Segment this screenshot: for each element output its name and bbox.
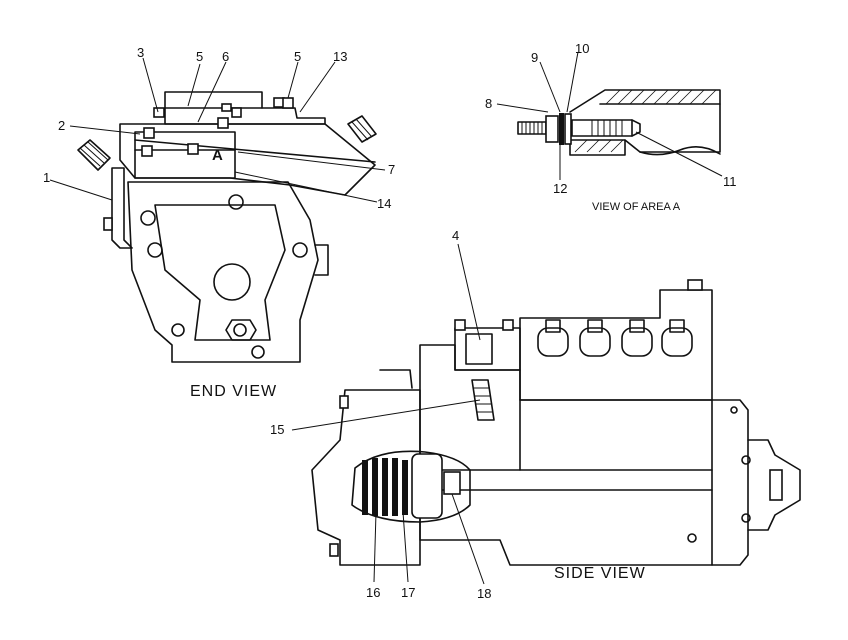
side-view-plunger — [411, 453, 443, 519]
side-view-cover-plate — [465, 333, 493, 365]
callout-10: 10 — [575, 41, 589, 56]
callout-9: 9 — [531, 50, 538, 65]
area-a-caption: VIEW OF AREA A — [592, 201, 681, 213]
area-a-nut — [545, 115, 559, 143]
end-view-bolt — [282, 97, 294, 109]
end-view-bracket — [111, 167, 133, 249]
side-view-drain — [687, 533, 697, 543]
side-view-flange — [711, 399, 749, 566]
callout-15: 15 — [270, 422, 284, 437]
callout-14: 14 — [377, 196, 391, 211]
end-view-bolt-hole — [171, 323, 185, 337]
side-view-delivery-valves — [537, 319, 693, 357]
end-view-bolt — [141, 145, 153, 157]
end-view-bolt — [231, 107, 242, 118]
end-view-bolt-hole — [140, 210, 156, 226]
end-view-leaders — [49, 57, 386, 203]
side-view-flange-bolt — [741, 455, 751, 465]
end-view-bolt — [153, 107, 165, 118]
side-view-bolt — [687, 279, 703, 291]
side-view-bolt — [502, 319, 514, 331]
callout-6: 6 — [222, 49, 229, 64]
callout-7: 7 — [388, 162, 395, 177]
end-view-callouts: 3 5 6 5 13 2 1 7 14 — [43, 45, 395, 211]
side-view-nut-18 — [443, 471, 461, 495]
end-view-fitting-threads — [79, 141, 109, 167]
area-a-view — [517, 89, 721, 156]
end-view-bolt — [221, 103, 232, 112]
area-a-washer — [559, 113, 564, 145]
end-view-fitting-right — [347, 115, 377, 143]
side-view-bolt — [454, 319, 466, 331]
side-view — [311, 279, 801, 566]
side-view-cutaway — [351, 450, 471, 523]
end-view-bolt — [103, 217, 113, 231]
callout-5: 5 — [196, 49, 203, 64]
side-view-caption: SIDE VIEW — [554, 565, 646, 582]
end-view-bolt-hole — [228, 194, 244, 210]
area-a-stud-threads — [521, 122, 543, 134]
side-view-boss — [379, 369, 413, 389]
end-view-main-body — [127, 181, 319, 363]
side-view-callouts: 4 15 16 17 18 — [270, 228, 491, 601]
end-view: A — [77, 91, 377, 363]
area-a-leaders — [496, 51, 723, 180]
side-view-bolt — [329, 543, 339, 557]
end-view-hex-nut — [225, 319, 257, 341]
callout-4: 4 — [452, 228, 459, 243]
end-view-fitting-left — [77, 139, 111, 171]
callout-8: 8 — [485, 96, 492, 111]
side-view-leaders — [291, 243, 485, 585]
side-view-top-rail — [519, 289, 713, 401]
side-view-bolt — [339, 395, 349, 409]
end-view-bolt — [187, 143, 199, 155]
side-view-drive-hub — [747, 439, 801, 531]
callout-16: 16 — [366, 585, 380, 600]
callout-11: 11 — [723, 174, 737, 189]
area-a-housing-lower — [569, 139, 626, 156]
area-a-hatching — [574, 89, 717, 153]
area-a-screw-tip — [631, 119, 641, 137]
end-view-housing-line — [134, 139, 376, 163]
end-view-caption: END VIEW — [190, 383, 277, 400]
area-a-callouts: 8 9 10 12 11 — [485, 41, 737, 196]
side-view-flange-bolt — [741, 513, 751, 523]
callout-2: 2 — [58, 118, 65, 133]
area-a-screw-threads — [591, 120, 623, 136]
callout-5: 5 — [294, 49, 301, 64]
side-view-flange-bolt — [730, 406, 738, 414]
callout-3: 3 — [137, 45, 144, 60]
end-view-bolt — [143, 127, 155, 139]
end-view-bolt — [217, 117, 229, 129]
side-view-screw-15 — [471, 379, 495, 421]
side-view-main-housing — [419, 344, 713, 566]
callout-1: 1 — [43, 170, 50, 185]
side-view-screw-threads — [474, 387, 493, 413]
end-view-fitting-threads — [351, 118, 373, 141]
area-a-seal — [564, 113, 572, 145]
area-a-label: A — [212, 147, 223, 164]
end-view-inner-outline — [154, 204, 286, 341]
end-view-bolt-hole — [251, 345, 265, 359]
callout-13: 13 — [333, 49, 347, 64]
end-view-bolt-hole — [292, 242, 308, 258]
end-view-upper-housing — [119, 123, 376, 196]
area-a-break-line — [639, 146, 721, 156]
callout-12: 12 — [553, 181, 567, 196]
side-view-spring — [362, 458, 408, 516]
end-view-bolt-hole — [233, 323, 247, 337]
end-view-side-boss — [314, 244, 329, 276]
callout-18: 18 — [477, 586, 491, 601]
end-view-area-a-box — [134, 131, 236, 179]
end-view-shaft-bore — [213, 263, 251, 301]
callout-17: 17 — [401, 585, 415, 600]
side-view-drive-key — [769, 469, 783, 501]
area-a-screw — [571, 119, 633, 137]
end-view-bolt-hole — [147, 242, 163, 258]
side-view-left-end — [311, 389, 421, 566]
